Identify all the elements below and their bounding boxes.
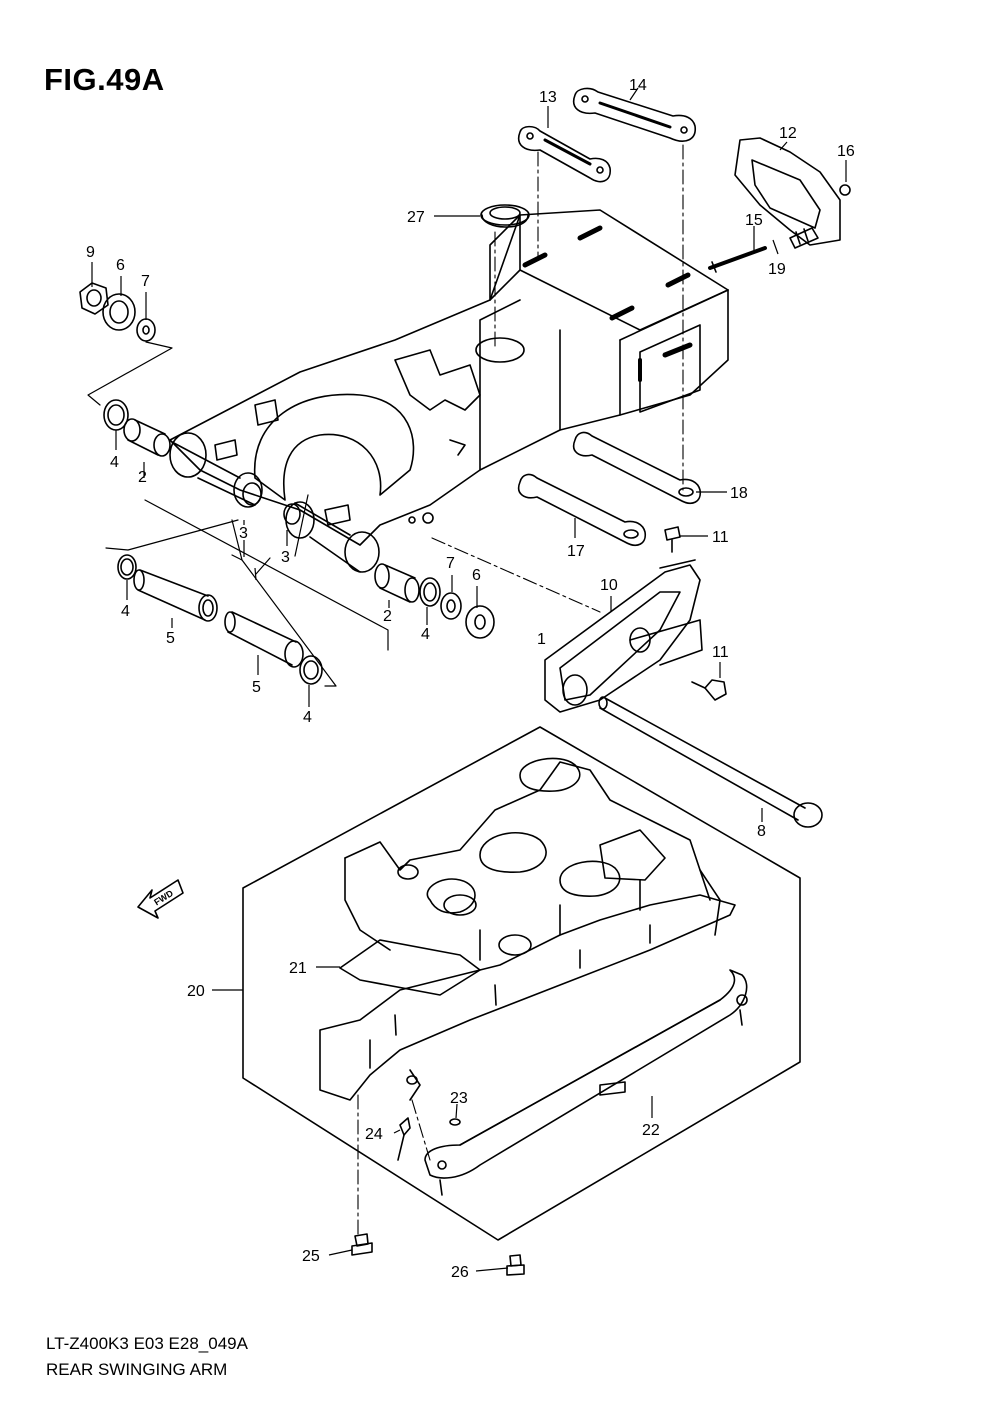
figure-title: FIG.49A — [44, 62, 165, 97]
callout-6-b: 6 — [472, 567, 481, 584]
pivot-bracket — [544, 559, 703, 713]
pivot-bolt — [598, 696, 823, 828]
callout-2-left: 2 — [138, 469, 147, 486]
callout-1: 1 — [537, 631, 546, 648]
callout-2-right: 2 — [383, 608, 392, 625]
cap-27 — [480, 204, 530, 228]
callout-22: 22 — [642, 1122, 660, 1139]
callout-12: 12 — [779, 125, 797, 142]
center-lines — [357, 144, 684, 1239]
fwd-arrow-icon: FWD — [137, 879, 184, 919]
callout-3-right: 3 — [281, 549, 290, 566]
callout-7-b: 7 — [446, 555, 455, 572]
callout-4-b: 4 — [121, 603, 130, 620]
bracket-assembly — [708, 137, 851, 273]
callout-13: 13 — [539, 89, 557, 106]
callout-17: 17 — [567, 543, 585, 560]
left-collars — [117, 554, 323, 685]
left-pivot-hardware — [79, 282, 171, 457]
skid-plate — [319, 757, 736, 1101]
callout-5-a: 5 — [166, 630, 175, 647]
callout-7-a: 7 — [141, 273, 150, 290]
callout-4-d: 4 — [303, 709, 312, 726]
bolts-11 — [664, 526, 727, 701]
rail-22 — [424, 969, 748, 1196]
callout-3-left: 3 — [239, 525, 248, 542]
callout-16: 16 — [837, 143, 855, 160]
callout-19: 19 — [768, 261, 786, 278]
figure-name: REAR SWINGING ARM — [46, 1360, 228, 1379]
callout-26: 26 — [451, 1264, 469, 1281]
callout-24: 24 — [365, 1126, 383, 1143]
figure-code: LT-Z400K3 E03 E28_049A — [46, 1334, 248, 1353]
callout-4-c: 4 — [421, 626, 430, 643]
fasteners-lower — [351, 1117, 525, 1276]
callout-4-a: 4 — [110, 454, 119, 471]
callout-labels: 1 2 2 3 3 4 4 4 4 5 5 6 6 7 7 8 9 10 11 … — [86, 77, 855, 1281]
callout-10: 10 — [600, 577, 618, 594]
callout-20: 20 — [187, 983, 205, 1000]
lower-plates — [518, 431, 702, 546]
callout-8: 8 — [757, 823, 766, 840]
callout-11-a: 11 — [712, 529, 729, 546]
group-brackets — [87, 341, 389, 687]
callout-21: 21 — [289, 960, 307, 977]
swing-arm — [169, 209, 729, 573]
callout-11-b: 11 — [712, 644, 729, 661]
leader-lines — [91, 87, 847, 1272]
upper-plates — [518, 87, 696, 183]
callout-9: 9 — [86, 244, 95, 261]
guard-21 — [339, 939, 481, 996]
callout-14: 14 — [629, 77, 647, 94]
skid-plate-box — [242, 726, 801, 1241]
callout-18: 18 — [730, 485, 748, 502]
callout-25: 25 — [302, 1248, 320, 1265]
callout-6-a: 6 — [116, 257, 125, 274]
right-pivot-hardware — [374, 563, 495, 639]
callout-23: 23 — [450, 1090, 468, 1107]
callout-27: 27 — [407, 209, 425, 226]
callout-5-b: 5 — [252, 679, 261, 696]
callout-15: 15 — [745, 212, 763, 229]
